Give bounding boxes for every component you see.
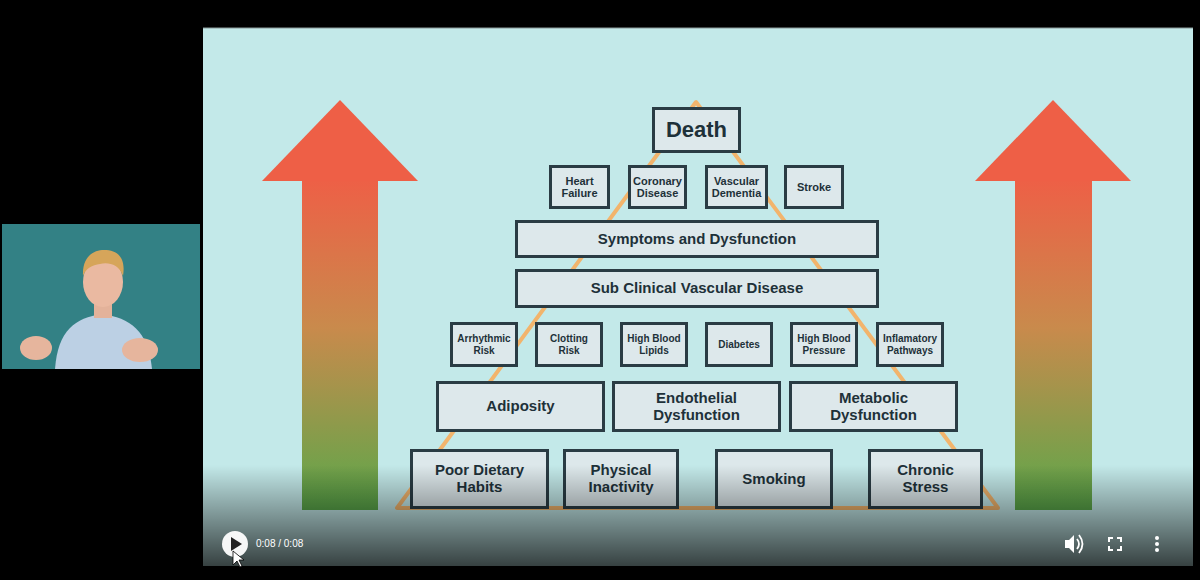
video-frame (203, 28, 1193, 566)
box-label: High Blood Lipids (627, 333, 681, 355)
fullscreen-icon (1109, 538, 1121, 550)
webcam-background (2, 224, 200, 369)
pyramid-box: Stroke (784, 165, 844, 209)
box-label: Coronary Disease (633, 175, 682, 200)
pyramid-box: Symptoms and Dysfunction (515, 220, 879, 258)
box-label: High Blood Pressure (797, 333, 851, 355)
box-label: Heart Failure (558, 175, 601, 200)
webcam-light (2, 224, 200, 369)
pyramid-box: Coronary Disease (628, 165, 687, 209)
box-label: Symptoms and Dysfunction (598, 231, 796, 248)
control-bar (203, 465, 1193, 566)
pyramid-box: Chronic Stress (868, 449, 983, 509)
up-arrow (262, 100, 418, 510)
box-label: Clotting Risk (542, 333, 596, 355)
box-label: Adiposity (486, 398, 554, 415)
box-label: Smoking (742, 471, 805, 488)
pyramid-box: Death (652, 107, 741, 153)
speaker-shape (1065, 535, 1074, 553)
pyramid-box: Diabetes (705, 322, 773, 367)
box-label: Stroke (797, 181, 831, 193)
box-label: Physical Inactivity (576, 462, 666, 496)
menu-dot (1155, 548, 1159, 552)
sound-wave (1079, 535, 1083, 553)
frame-edge (203, 28, 1193, 29)
box-label: Diabetes (718, 339, 760, 350)
box-label: Sub Clinical Vascular Disease (591, 280, 804, 297)
sound-wave (1077, 539, 1079, 549)
arrow-shaft (1015, 178, 1092, 510)
pyramid-box: Inflamatory Pathways (876, 322, 944, 367)
webcam-thumbnail (2, 224, 200, 369)
pyramid-box: High Blood Pressure (790, 322, 858, 367)
pyramid-box: Physical Inactivity (563, 449, 679, 509)
box-label: Metabolic Dysfunction (806, 390, 941, 424)
box-label: Death (666, 118, 727, 143)
menu-dot (1155, 536, 1159, 540)
box-label: Endothelial Dysfunction (629, 390, 764, 424)
person-hand (122, 338, 158, 362)
pyramid-box: Metabolic Dysfunction (789, 381, 958, 432)
person-hand (20, 336, 52, 360)
pyramid-box: Sub Clinical Vascular Disease (515, 269, 879, 308)
box-label: Chronic Stress (887, 462, 964, 496)
arrow-head (262, 100, 418, 181)
time-display: 0:08 / 0:08 (256, 538, 303, 549)
pyramid-box: Adiposity (436, 381, 605, 432)
person-hair (83, 250, 124, 276)
pyramid-box: High Blood Lipids (620, 322, 688, 367)
mouse-cursor (233, 551, 244, 567)
pyramid-box: Vascular Dementia (705, 165, 768, 209)
box-label: Arrhythmic Risk (457, 333, 511, 355)
play-icon (231, 537, 242, 551)
pyramid-box: Arrhythmic Risk (450, 322, 518, 367)
pyramid-box: Heart Failure (549, 165, 610, 209)
volume-icon (1065, 535, 1083, 553)
pyramid-outline (397, 102, 998, 508)
arrow-head (975, 100, 1131, 181)
pyramid-box: Endothelial Dysfunction (612, 381, 781, 432)
pyramid-box: Smoking (715, 449, 833, 509)
menu-icon (1155, 536, 1159, 552)
menu-dot (1155, 542, 1159, 546)
pyramid-box: Clotting Risk (535, 322, 603, 367)
up-arrow (975, 100, 1131, 510)
arrow-shaft (302, 178, 378, 510)
box-label: Poor Dietary Habits (429, 462, 530, 496)
fullscreen-corners (1109, 538, 1121, 550)
play-button (222, 531, 248, 557)
box-label: Inflamatory Pathways (883, 333, 937, 355)
box-label: Vascular Dementia (712, 175, 762, 200)
pyramid-box: Poor Dietary Habits (410, 449, 549, 509)
